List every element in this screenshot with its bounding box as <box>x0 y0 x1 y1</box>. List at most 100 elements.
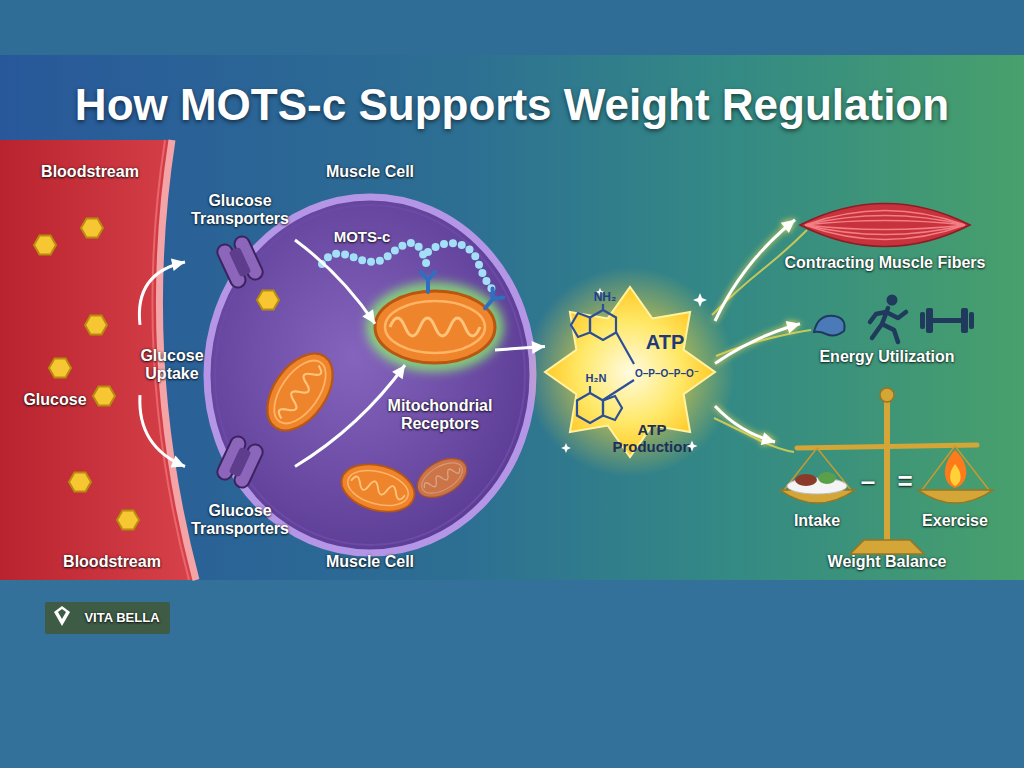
mitochondrion <box>375 290 495 365</box>
mots-c-peptide <box>322 243 428 270</box>
burst-shape <box>545 287 715 457</box>
balance-scale-icon <box>884 400 890 545</box>
balance-scale-icon <box>918 490 993 503</box>
mots-c-peptide <box>322 243 495 294</box>
glucose-molecule <box>117 511 139 530</box>
node-label: Mitochondrial Receptors <box>365 397 515 434</box>
connector-line <box>295 365 405 467</box>
glucose-molecule <box>81 219 103 238</box>
vessel-shape <box>0 140 140 580</box>
exercise-icon <box>814 316 845 336</box>
sparkle <box>596 288 604 296</box>
vessel-shape <box>159 140 196 580</box>
burst-shape <box>545 287 715 457</box>
glucose-molecule <box>49 359 71 378</box>
logo-badge: VITA BELLA <box>45 602 170 634</box>
connector-line <box>139 262 185 325</box>
glucose-molecule <box>69 473 91 492</box>
energy-wave <box>712 230 807 315</box>
node-label: Muscle Cell <box>290 553 450 571</box>
connector-arrow <box>495 341 545 354</box>
top-band <box>0 0 1024 55</box>
logo-icon <box>54 606 70 626</box>
annotation-label: = <box>890 467 920 497</box>
glucose-molecule <box>34 219 279 530</box>
muscle-fiber-icon <box>805 225 965 230</box>
arrow-head <box>781 220 795 233</box>
annotation-label: – <box>853 467 883 497</box>
muscle-fiber-icon <box>800 204 970 247</box>
illustration-panel <box>0 55 1024 580</box>
vessel-shape <box>152 140 189 580</box>
arrow-head <box>786 321 800 334</box>
energy-wave <box>716 330 811 356</box>
atp-molecule <box>590 310 616 340</box>
muscle-fiber-icon <box>805 225 965 240</box>
exercise-icon <box>870 308 906 342</box>
receptor-symbol <box>421 272 503 313</box>
logo-box <box>45 602 170 634</box>
balance-scale-icon <box>795 474 817 486</box>
transporter-node: Glucose Transporters <box>185 435 295 540</box>
muscle-cell: Muscle CellMuscle CellMitochondrial Rece… <box>205 195 535 555</box>
connector-line <box>715 406 775 442</box>
mitochondrion <box>375 291 495 363</box>
glucose-molecule <box>85 316 107 335</box>
connector-line <box>715 220 795 321</box>
node-label: Exercise <box>910 512 1000 530</box>
diagram-title: How MOTS-c Supports Weight Regulation <box>0 80 1024 130</box>
muscle-fiber-icon <box>805 216 965 226</box>
receptor-symbol <box>480 288 504 312</box>
node-label: Glucose <box>10 391 100 409</box>
connector-line <box>715 324 800 364</box>
mitochondrion <box>336 457 419 519</box>
connector-line <box>495 347 545 351</box>
atp-molecule <box>577 393 603 423</box>
node-label: Bloodstream <box>15 163 165 181</box>
connector-arrow <box>140 395 185 467</box>
node-label: Bloodstream <box>37 553 187 571</box>
balance-scale-icon <box>787 478 847 494</box>
connector-line <box>140 395 185 466</box>
balance-scale-icon <box>945 450 966 488</box>
node-label: VITA BELLA <box>75 611 170 626</box>
outcome-node: Energy Utilization <box>800 290 975 365</box>
arrow-head <box>171 258 185 271</box>
mots-c-peptide <box>428 243 495 294</box>
mitochondrion-node: Mitochondrial Receptors <box>375 290 495 365</box>
balance-scale-icon <box>950 464 961 486</box>
node-label: Weight Balance <box>797 553 977 571</box>
atp-molecule <box>589 386 591 393</box>
atp-molecule <box>571 304 634 423</box>
sparkle <box>686 440 697 451</box>
receptor-symbol <box>421 272 435 292</box>
muscle-fiber-icon <box>805 225 965 235</box>
cell-membrane <box>207 197 533 553</box>
connector-arrow <box>715 406 775 445</box>
connector-arrow <box>139 258 185 324</box>
arrow-head <box>362 309 375 323</box>
burst-shape <box>525 267 735 477</box>
node-label: Glucose Transporters <box>175 502 305 539</box>
logo-icon <box>58 609 66 619</box>
mots-c-peptide <box>428 243 495 294</box>
glucose-molecule <box>257 291 279 310</box>
cell-membrane <box>205 195 535 555</box>
node-label: Glucose Transporters <box>175 192 305 229</box>
balance-scale-icon <box>850 540 924 554</box>
balance-scale-icon <box>880 388 894 402</box>
atp-molecule <box>616 332 634 364</box>
cell-membrane <box>215 205 525 545</box>
muscle-fiber-icon <box>805 221 965 226</box>
balance-scale-icon <box>797 445 977 448</box>
bloodstream-band: BloodstreamGlucoseBloodstream <box>0 140 140 580</box>
muscle-fiber-icon <box>800 204 970 247</box>
balance-scale-icon <box>780 388 993 554</box>
arrow-head <box>171 456 185 468</box>
outcome-node: Contracting Muscle Fibers <box>795 190 980 275</box>
balance-scale-icon <box>818 472 836 484</box>
atp-molecule <box>602 304 604 310</box>
atp-molecule <box>571 313 590 337</box>
